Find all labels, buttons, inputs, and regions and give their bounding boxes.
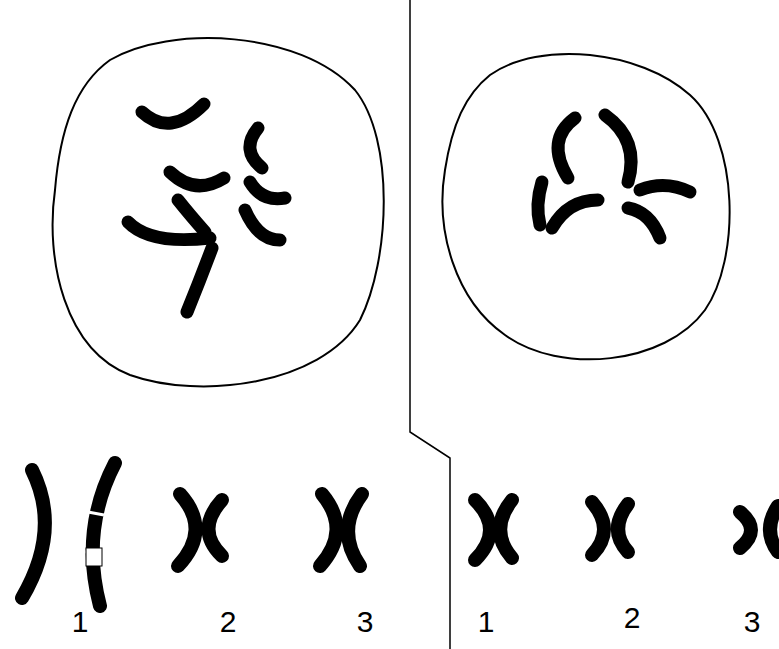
cell-chromosomes	[128, 104, 690, 312]
karyotype-chromosomes	[22, 463, 778, 606]
cell-outlines	[53, 38, 730, 386]
pair-number: 2	[220, 607, 237, 637]
right-cell	[443, 54, 730, 359]
pair-number: 1	[478, 607, 495, 637]
pair-number: 2	[624, 603, 641, 633]
pair-number: 1	[72, 607, 89, 637]
divider-line	[410, 0, 450, 649]
pair-number: 3	[744, 607, 761, 637]
left-cell	[53, 38, 384, 386]
pair-number: 3	[357, 607, 374, 637]
band-outlines	[86, 548, 102, 566]
